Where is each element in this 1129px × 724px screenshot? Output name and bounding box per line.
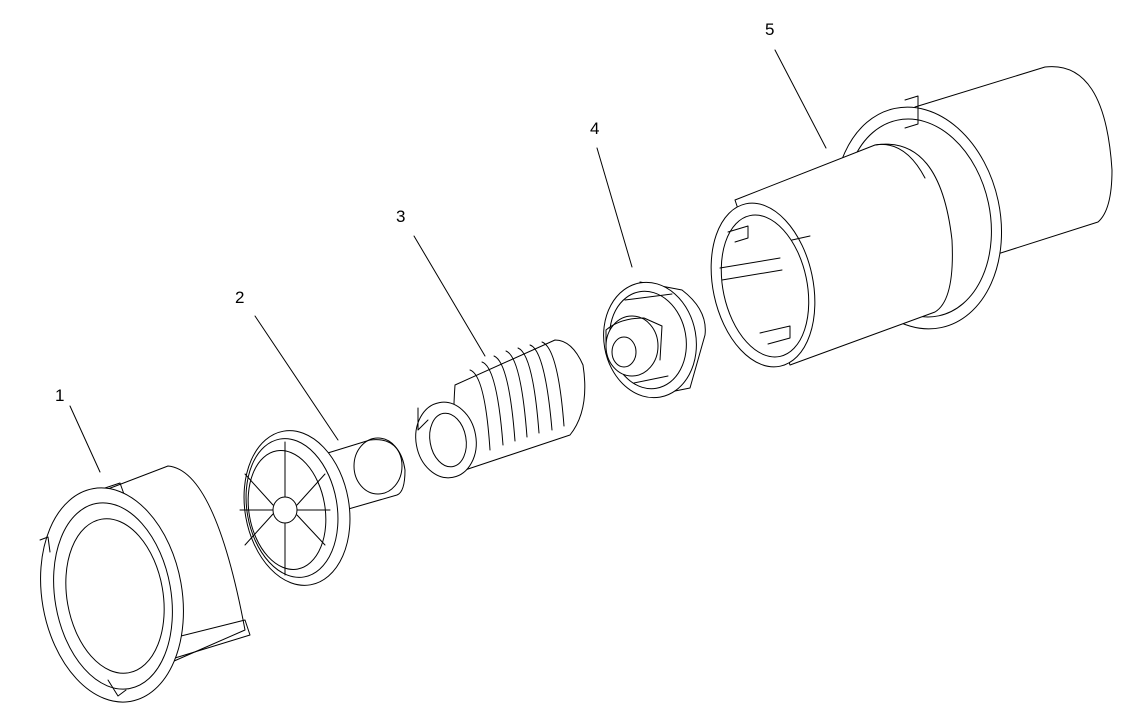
callout-1: 1	[55, 386, 64, 405]
callout-4: 4	[590, 119, 599, 138]
callouts: 1 2 3 4 5	[55, 20, 774, 405]
leader-line-3	[413, 235, 486, 357]
part-4-valve-seat	[603, 281, 706, 399]
leader-line-4	[596, 147, 633, 268]
leader-line-5	[774, 49, 827, 149]
part-2-piston	[239, 430, 406, 586]
callout-5: 5	[765, 20, 774, 39]
part-5-housing	[710, 66, 1113, 368]
callout-3: 3	[396, 207, 405, 226]
leader-lines	[69, 49, 827, 473]
part-3-spring	[415, 339, 586, 479]
leader-line-2	[254, 315, 339, 441]
part-1-nut	[39, 465, 251, 703]
callout-2: 2	[235, 288, 244, 307]
leader-line-1	[69, 405, 101, 473]
